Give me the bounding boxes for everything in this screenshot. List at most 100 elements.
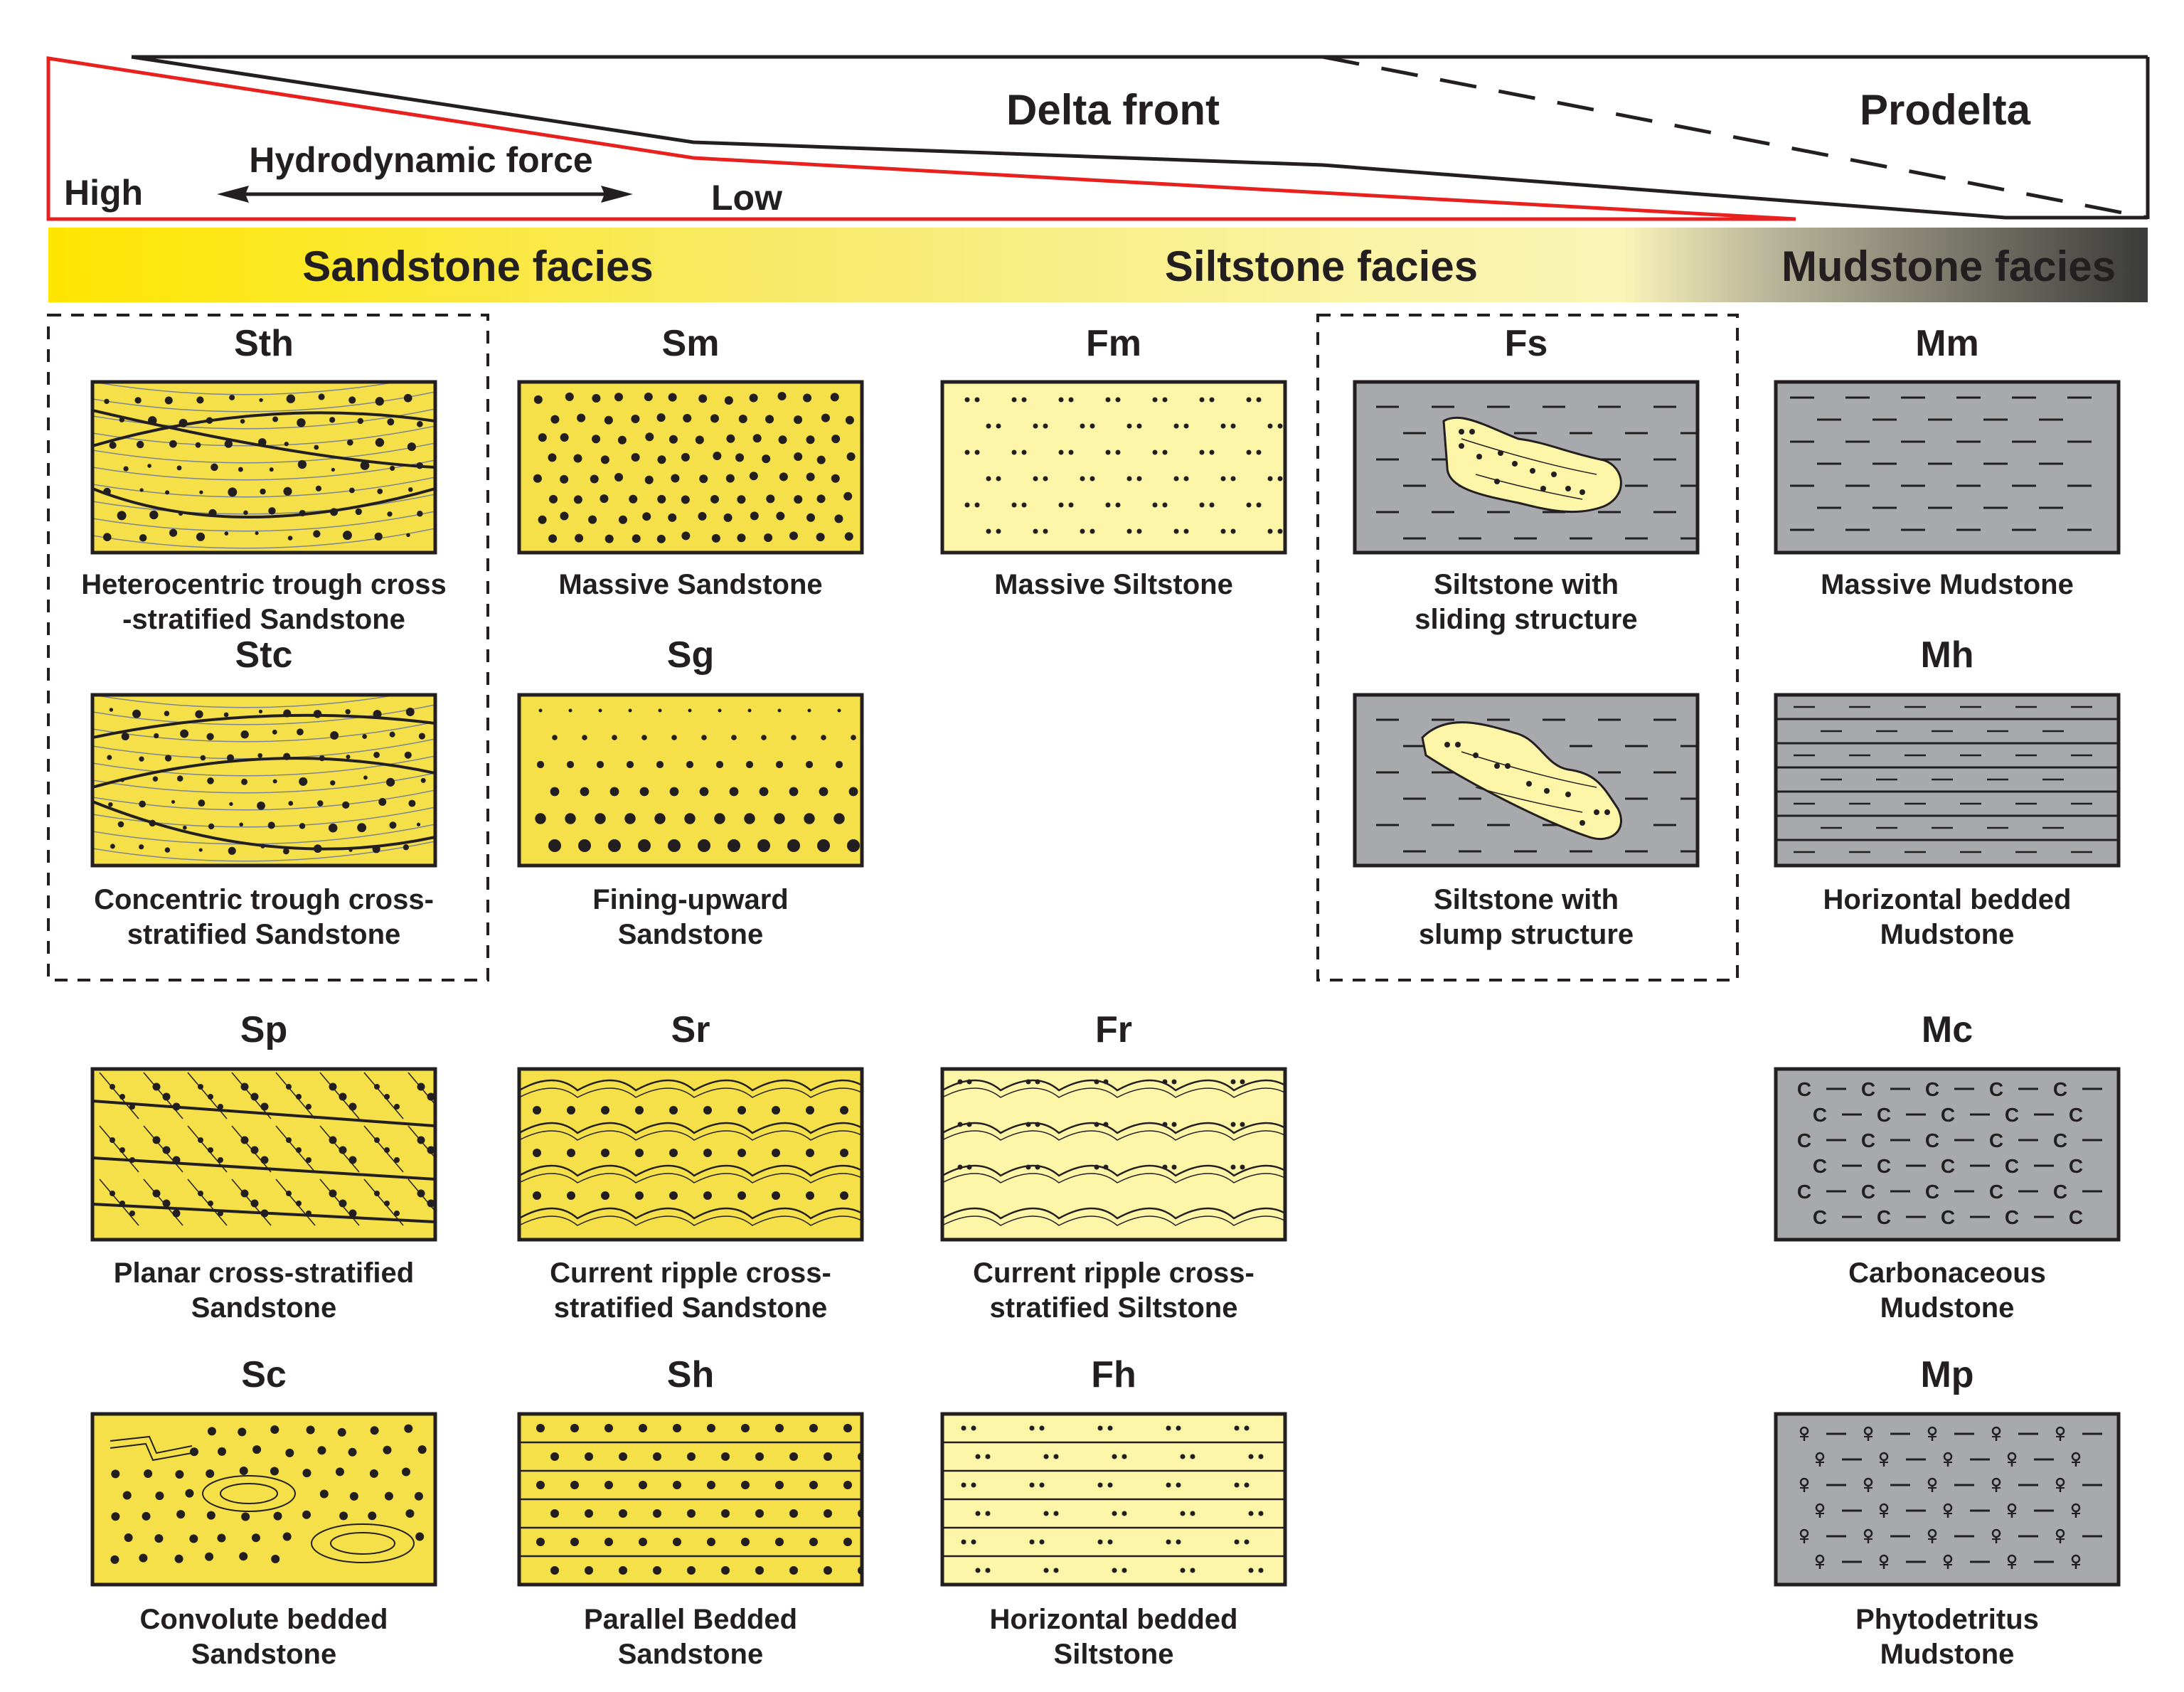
svg-text:C: C (2005, 1206, 2019, 1228)
facies-code-mc: Mc (1922, 1009, 1973, 1050)
facies-code-fs: Fs (1505, 323, 1548, 364)
facies-caption-stc: Concentric trough cross- (94, 884, 434, 915)
facies-slump: Siltstone with slump structure (1353, 693, 1700, 950)
facies-pattern-sc (90, 1412, 437, 1587)
facies-code-fr: Fr (1095, 1009, 1132, 1050)
facies-code-sp: Sp (240, 1009, 287, 1050)
prodelta-boundary-dashed (1322, 55, 2148, 220)
facies-caption-slump: Siltstone with (1434, 884, 1619, 915)
facies-pattern-mh (1774, 693, 2121, 868)
facies-caption-sp: Sandstone (191, 1292, 336, 1324)
svg-text:C: C (1813, 1104, 1827, 1126)
facies-caption-fs: Siltstone with (1434, 569, 1619, 600)
facies-caption-mh: Mudstone (1880, 919, 2015, 950)
facies-caption-stc: stratified Sandstone (127, 919, 401, 950)
facies-code-sc: Sc (241, 1354, 287, 1395)
high-label: High (64, 173, 143, 213)
facies-pattern-sg (517, 693, 864, 868)
facies-pattern-sh (517, 1412, 864, 1587)
svg-text:C: C (1989, 1181, 2003, 1203)
svg-text:C: C (1813, 1206, 1827, 1228)
svg-text:C: C (1861, 1129, 1875, 1151)
facies-pattern-mm (1774, 380, 2121, 555)
facies-caption-sp: Planar cross-stratified (114, 1257, 414, 1289)
facies-code-sh: Sh (667, 1354, 714, 1395)
facies-caption-sth: Heterocentric trough cross (81, 569, 446, 600)
svg-text:C: C (1877, 1104, 1891, 1126)
svg-text:C: C (2053, 1181, 2067, 1203)
facies-caption-sr: Current ripple cross- (550, 1257, 831, 1289)
facies-pattern-slump (1353, 693, 1700, 868)
facies-pattern-fm (940, 380, 1287, 555)
sandstone-facies-label: Sandstone facies (302, 243, 654, 290)
delta-front-boundary (131, 55, 2148, 220)
svg-text:C: C (1941, 1155, 1955, 1177)
facies-caption-mh: Horizontal bedded (1823, 884, 2072, 915)
svg-text:C: C (1925, 1078, 1939, 1100)
svg-text:C: C (1797, 1129, 1811, 1151)
facies-code-sm: Sm (662, 323, 720, 364)
delta-front-label: Delta front (1006, 86, 1220, 134)
facies-code-mm: Mm (1915, 323, 1979, 364)
facies-caption-fh: Horizontal bedded (990, 1604, 1238, 1635)
siltstone-facies-label: Siltstone facies (1165, 243, 1478, 290)
svg-text:C: C (2069, 1104, 2083, 1126)
facies-code-stc: Stc (235, 634, 293, 676)
facies-caption-fr: stratified Siltstone (990, 1292, 1238, 1324)
svg-text:C: C (2069, 1155, 2083, 1177)
svg-text:C: C (1925, 1181, 1939, 1203)
facies-pattern-fr (940, 1067, 1287, 1242)
facies-pattern-mp (1774, 1412, 2121, 1587)
facies-caption-fm: Massive Siltstone (994, 569, 1233, 600)
facies-code-mh: Mh (1920, 634, 1973, 676)
facies-caption-sm: Massive Sandstone (558, 569, 822, 600)
facies-caption-sg: Fining-upward (592, 884, 789, 915)
svg-text:C: C (2069, 1206, 2083, 1228)
facies-caption-mp: Phytodetritus (1855, 1604, 2039, 1635)
facies-code-sr: Sr (671, 1009, 710, 1050)
facies-caption-mm: Massive Mudstone (1821, 569, 2074, 600)
facies-pattern-fs (1353, 380, 1700, 555)
facies-caption-sg: Sandstone (618, 919, 763, 950)
facies-pattern-sm (517, 380, 864, 555)
facies-caption-sc: Sandstone (191, 1639, 336, 1670)
facies-code-mp: Mp (1920, 1354, 1973, 1395)
facies-caption-slump: slump structure (1419, 919, 1634, 950)
trough-group-box (47, 314, 489, 981)
svg-text:C: C (1797, 1181, 1811, 1203)
svg-text:C: C (2053, 1129, 2067, 1151)
facies-pattern-sp (90, 1067, 437, 1242)
facies-caption-sh: Sandstone (618, 1639, 763, 1670)
facies-band: Sandstone facies Siltstone facies Mudsto… (48, 228, 2148, 302)
facies-caption-sh: Parallel Bedded (584, 1604, 797, 1635)
double-arrow-icon (217, 186, 633, 203)
svg-text:C: C (1941, 1104, 1955, 1126)
facies-caption-mc: Carbonaceous (1848, 1257, 2046, 1289)
facies-code-fm: Fm (1086, 323, 1141, 364)
svg-text:C: C (2053, 1078, 2067, 1100)
facies-caption-sc: Convolute bedded (140, 1604, 388, 1635)
facies-pattern-stc (90, 693, 437, 868)
prodelta-label: Prodelta (1860, 86, 2031, 134)
svg-text:C: C (1813, 1155, 1827, 1177)
facies-gradient-bar (48, 228, 2148, 302)
facies-caption-mc: Mudstone (1880, 1292, 2015, 1324)
svg-text:C: C (1989, 1078, 2003, 1100)
